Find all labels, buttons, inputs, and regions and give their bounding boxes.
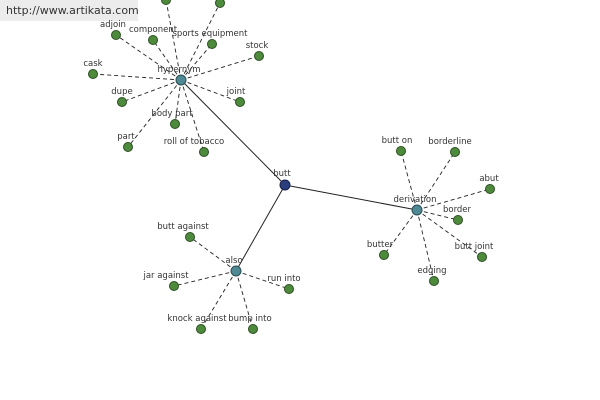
leaf-label-butter: butter	[367, 240, 394, 250]
edge-hypernym-leaf-0	[115, 34, 182, 81]
leaf-label-butt-against: butt against	[157, 222, 209, 232]
leaf-node-border[interactable]	[453, 215, 463, 225]
edge-derivation-leaf-4	[416, 209, 483, 258]
edge-hypernym-leaf-11	[180, 2, 221, 81]
edge-also-leaf-2	[235, 270, 290, 290]
edge-hypernym-leaf-1	[152, 39, 182, 81]
leaf-node-stock[interactable]	[254, 51, 264, 61]
hub-node-also[interactable]	[230, 265, 242, 277]
leaf-node-knock-against[interactable]	[196, 324, 206, 334]
leaf-node-part[interactable]	[123, 142, 133, 152]
edge-hypernym-leaf-6	[180, 79, 241, 103]
leaf-node-butt-joint[interactable]	[477, 252, 487, 262]
leaf-label-borderline: borderline	[428, 137, 471, 147]
leaf-label-sports-equipment: sports equipment	[173, 29, 249, 39]
edge-center-hypernym	[180, 79, 286, 186]
leaf-node-butt-on[interactable]	[396, 146, 406, 156]
leaf-label-adjoin: adjoin	[100, 20, 126, 30]
edge-also-leaf-1	[173, 270, 237, 287]
leaf-node-borderline[interactable]	[450, 147, 460, 157]
center-node-butt[interactable]	[279, 179, 291, 191]
leaf-label-component: component	[129, 25, 178, 35]
edge-also-leaf-4	[235, 270, 254, 330]
edge-hypernym-leaf-7	[174, 79, 182, 125]
edge-derivation-leaf-2	[416, 188, 491, 211]
edge-center-derivation	[284, 184, 418, 211]
edge-hypernym-leaf-5	[121, 79, 182, 103]
leaf-label-bump-into: bump into	[228, 314, 271, 324]
leaf-label-edging: edging	[417, 266, 446, 276]
leaf-label-knock-against: knock against	[167, 314, 227, 324]
edge-derivation-leaf-0	[400, 150, 418, 211]
edge-derivation-leaf-1	[416, 151, 456, 211]
leaf-node-cask[interactable]	[88, 69, 98, 79]
leaf-label-roll-of-tobacco: roll of tobacco	[164, 137, 225, 147]
leaf-node-abut[interactable]	[485, 184, 495, 194]
leaf-node-jar-against[interactable]	[169, 281, 179, 291]
edge-also-leaf-3	[200, 270, 237, 330]
edge-derivation-leaf-3	[416, 209, 459, 221]
watermark-url[interactable]: http://www.artikata.com	[0, 0, 139, 21]
leaf-node-butter[interactable]	[379, 250, 389, 260]
leaf-label-run-into: run into	[267, 274, 300, 284]
hub-node-derivation[interactable]	[411, 204, 423, 216]
leaf-label-part: part	[117, 132, 135, 142]
leaf-node-hypernym-10[interactable]	[161, 0, 171, 5]
graph-edges	[92, 0, 491, 330]
leaf-node-joint[interactable]	[235, 97, 245, 107]
leaf-label-butt-on: butt on	[382, 136, 413, 146]
leaf-label-butt-joint: butt joint	[455, 242, 494, 252]
leaf-node-body-part[interactable]	[170, 119, 180, 129]
leaf-node-adjoin[interactable]	[111, 30, 121, 40]
leaf-node-component[interactable]	[148, 35, 158, 45]
edge-center-also	[235, 184, 286, 272]
hub-label-derivation: derivation	[393, 195, 436, 205]
leaf-node-sports-equipment[interactable]	[207, 39, 217, 49]
leaf-label-joint: joint	[226, 87, 246, 97]
edge-hypernym-leaf-4	[92, 73, 182, 81]
leaf-node-roll-of-tobacco[interactable]	[199, 147, 209, 157]
hub-node-hypernym[interactable]	[175, 74, 187, 86]
leaf-node-butt-against[interactable]	[185, 232, 195, 242]
edge-derivation-leaf-6	[416, 209, 435, 282]
leaf-label-body-part: body part	[151, 109, 193, 119]
center-label: butt	[273, 169, 291, 179]
hub-label-hypernym: hypernym	[157, 65, 200, 75]
edge-hypernym-leaf-2	[180, 43, 213, 81]
edge-derivation-leaf-5	[383, 209, 418, 256]
leaf-label-stock: stock	[246, 41, 269, 51]
edge-hypernym-leaf-8	[127, 79, 182, 148]
edge-also-leaf-0	[189, 236, 237, 272]
edge-hypernym-leaf-9	[180, 79, 205, 153]
leaf-node-dupe[interactable]	[117, 97, 127, 107]
leaf-node-edging[interactable]	[429, 276, 439, 286]
leaf-label-dupe: dupe	[111, 87, 132, 97]
leaf-label-jar-against: jar against	[142, 271, 189, 281]
leaf-label-cask: cask	[83, 59, 102, 69]
leaf-node-run-into[interactable]	[284, 284, 294, 294]
leaf-node-bump-into[interactable]	[248, 324, 258, 334]
leaf-node-hypernym-11[interactable]	[215, 0, 225, 8]
leaf-label-abut: abut	[479, 174, 499, 184]
leaf-label-border: border	[443, 205, 472, 215]
hub-label-also: also	[225, 256, 242, 266]
